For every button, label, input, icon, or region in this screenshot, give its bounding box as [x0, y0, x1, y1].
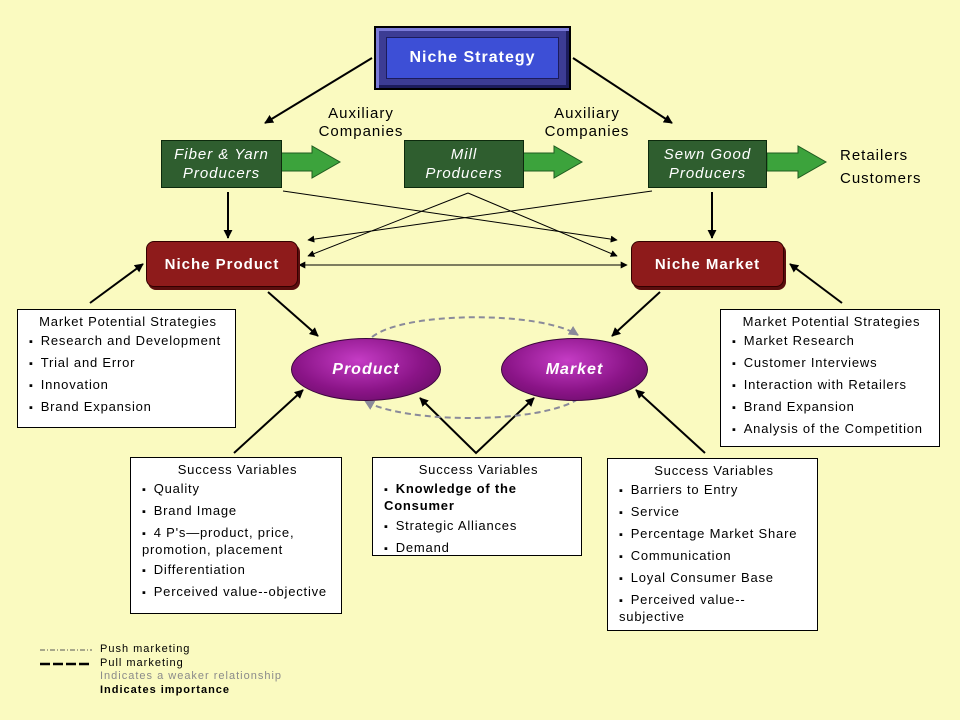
arrow-mill-to-niche-market: [467, 192, 618, 257]
left-strategies-list: Research and Development Trial and Error…: [29, 333, 227, 417]
retailers-label: Retailers: [840, 147, 909, 164]
left-strategies-title: Market Potential Strategies: [39, 314, 217, 329]
right-strategies-panel: Market Potential Strategies Market Resea…: [720, 309, 940, 447]
legend: Push marketing Pull marketing Indicates …: [40, 643, 282, 697]
legend-row-pull: Pull marketing: [40, 657, 282, 671]
legend-weaker-label: Indicates a weaker relationship: [100, 670, 283, 682]
left-strategies-item: Innovation: [29, 377, 227, 395]
importance-sample-spacer: [40, 684, 92, 697]
auxiliary-left-line2: Companies: [318, 123, 404, 140]
auxiliary-left-line1: Auxiliary: [328, 105, 394, 122]
legend-push-label: Push marketing: [100, 643, 191, 655]
success-right-list: Barriers to Entry Service Percentage Mar…: [619, 482, 809, 625]
left-strategies-item: Trial and Error: [29, 355, 227, 373]
success-left-panel: Success Variables Quality Brand Image 4 …: [130, 457, 342, 614]
dashed-arrow-product-to-market: [371, 316, 579, 338]
green-arrow-mill-to-sewn: [522, 145, 584, 179]
product-oval: Product: [291, 338, 441, 401]
dashed-arrow-market-to-product: [364, 398, 579, 419]
niche-strategy-box: Niche Strategy: [374, 26, 571, 90]
success-left-item: Brand Image: [142, 503, 333, 521]
arrow-mill-to-niche-product: [307, 192, 469, 257]
green-arrow-fiber-to-mill: [280, 145, 342, 179]
mill-producers-box: Mill Producers: [404, 140, 524, 188]
success-left-list: Quality Brand Image 4 P's—product, price…: [142, 481, 333, 602]
right-strategies-item: Customer Interviews: [732, 355, 931, 373]
fiber-yarn-producers-box: Fiber & Yarn Producers: [161, 140, 282, 188]
left-strategies-item: Brand Expansion: [29, 399, 227, 417]
arrow-left-strategies-to-niche-product: [89, 263, 144, 304]
arrow-success-left-to-product: [233, 389, 304, 454]
retailers-customers: Retailers Customers: [840, 144, 922, 190]
arrow-success-center-to-ovals: [419, 397, 535, 455]
pull-line-sample: [40, 662, 92, 665]
left-strategies-item: Research and Development: [29, 333, 227, 351]
right-strategies-item: Interaction with Retailers: [732, 377, 931, 395]
legend-row-weaker: Indicates a weaker relationship: [40, 670, 282, 684]
right-strategies-list: Market Research Customer Interviews Inte…: [732, 333, 931, 439]
legend-pull-label: Pull marketing: [100, 656, 184, 669]
right-strategies-title: Market Potential Strategies: [742, 314, 921, 329]
success-left-item: 4 P's—product, price, promotion, placeme…: [142, 525, 333, 558]
niche-product-label: Niche Product: [164, 255, 280, 273]
success-center-item: Knowledge of the Consumer: [384, 481, 573, 514]
arrow-niche-market-to-market: [611, 291, 661, 337]
market-oval: Market: [501, 338, 648, 401]
legend-importance-label: Indicates importance: [100, 683, 231, 696]
success-right-item: Barriers to Entry: [619, 482, 809, 500]
mill-line1: Mill: [450, 146, 478, 163]
right-strategies-item: Brand Expansion: [732, 399, 931, 417]
success-left-title: Success Variables: [177, 462, 298, 477]
success-right-item: Service: [619, 504, 809, 522]
success-left-item: Differentiation: [142, 562, 333, 580]
niche-market-label: Niche Market: [654, 255, 761, 273]
fiber-yarn-line2: Producers: [182, 165, 261, 182]
market-oval-label: Market: [545, 360, 604, 378]
arrow-strategy-to-fiber: [264, 57, 373, 124]
niche-product-box: Niche Product: [146, 241, 298, 287]
niche-strategy-label: Niche Strategy: [386, 37, 559, 79]
success-right-item: Percentage Market Share: [619, 526, 809, 544]
arrow-sewn-to-niche-product: [307, 190, 653, 243]
mill-line2: Producers: [425, 165, 503, 182]
success-center-title: Success Variables: [418, 462, 539, 477]
sewn-good-line1: Sewn Good: [663, 146, 752, 163]
sewn-good-producers-box: Sewn Good Producers: [648, 140, 767, 188]
arrow-strategy-to-sewn: [572, 57, 673, 124]
right-strategies-item: Market Research: [732, 333, 931, 351]
fiber-yarn-line1: Fiber & Yarn: [174, 146, 269, 163]
arrow-right-strategies-to-niche-market: [789, 263, 843, 304]
customers-label: Customers: [840, 170, 922, 187]
legend-row-importance: Indicates importance: [40, 684, 282, 698]
legend-row-push: Push marketing: [40, 643, 282, 657]
success-right-panel: Success Variables Barriers to Entry Serv…: [607, 458, 818, 631]
success-right-item: Loyal Consumer Base: [619, 570, 809, 588]
green-arrow-sewn-to-retail: [766, 145, 828, 179]
auxiliary-right-line2: Companies: [544, 123, 630, 140]
success-right-title: Success Variables: [654, 463, 774, 478]
success-center-list: Knowledge of the Consumer Strategic Alli…: [384, 481, 573, 558]
left-strategies-panel: Market Potential Strategies Research and…: [17, 309, 236, 428]
arrow-success-right-to-market: [635, 389, 706, 454]
arrow-fiber-to-niche-market: [282, 190, 618, 243]
product-oval-label: Product: [332, 360, 400, 378]
success-center-panel: Success Variables Knowledge of the Consu…: [372, 457, 582, 556]
auxiliary-companies-right: Auxiliary Companies: [531, 105, 643, 141]
success-center-item: Demand: [384, 540, 573, 558]
success-center-item: Strategic Alliances: [384, 518, 573, 536]
right-strategies-item: Analysis of the Competition: [732, 421, 931, 439]
auxiliary-right-line1: Auxiliary: [554, 105, 620, 122]
success-left-item: Perceived value--objective: [142, 584, 333, 602]
arrow-niche-product-to-product: [267, 291, 319, 337]
success-left-item: Quality: [142, 481, 333, 499]
push-line-sample: [40, 649, 92, 651]
sewn-good-line2: Producers: [668, 165, 747, 182]
success-right-item: Perceived value--subjective: [619, 592, 809, 625]
weaker-sample-spacer: [40, 670, 92, 683]
niche-market-box: Niche Market: [631, 241, 784, 287]
auxiliary-companies-left: Auxiliary Companies: [305, 105, 417, 141]
success-right-item: Communication: [619, 548, 809, 566]
